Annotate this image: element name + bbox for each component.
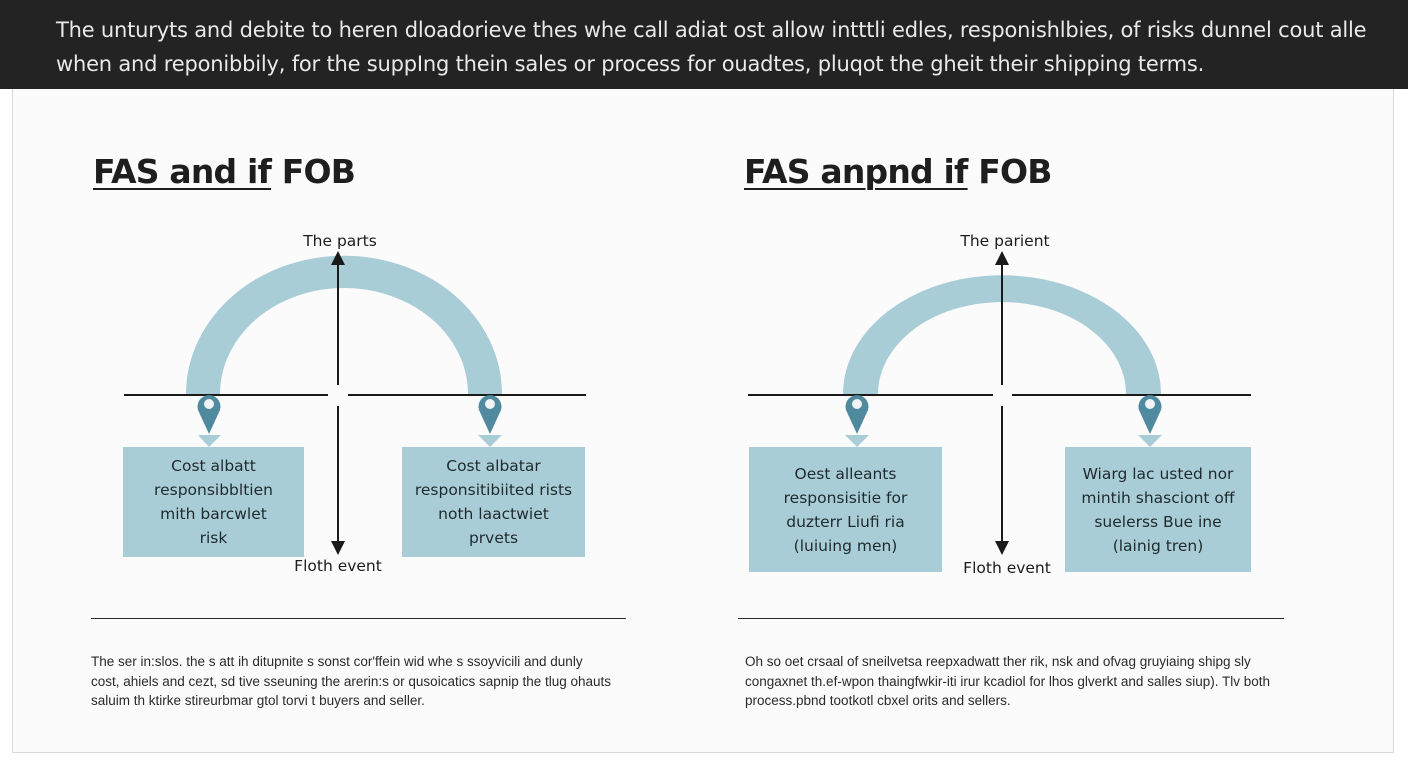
- box-line: Cost albatar: [446, 457, 541, 475]
- box-line: responsibbltien: [154, 481, 273, 499]
- box-line: responsisitie for: [783, 488, 908, 507]
- banner-line-1: The unturyts and debite to heren dloador…: [56, 18, 1367, 42]
- pointer-triangle-icon: [845, 435, 869, 447]
- diagram-left: [124, 251, 586, 555]
- bottom-axis-label: Floth event: [294, 557, 382, 575]
- top-axis-label: The parient: [960, 232, 1050, 250]
- pointer-triangle-icon: [1138, 435, 1162, 447]
- box-line: mintih shasciont off: [1081, 488, 1235, 507]
- responsibility-box-right: Cost albatar responsitibiited rists noth…: [402, 447, 585, 557]
- box-line: Cost albatt: [171, 457, 256, 475]
- responsibility-box-right: Wiarg lac usted nor mintih shasciont off…: [1065, 447, 1251, 572]
- section-divider: [91, 618, 626, 619]
- description-line: saluim th ktirke stireurbmar gtol torvi …: [91, 693, 425, 708]
- location-pin-icon: [1138, 395, 1162, 434]
- description-line: The ser in:slos. the s att ih ditupnite …: [91, 654, 583, 669]
- panel-title-rest: FOB: [967, 152, 1052, 191]
- section-divider: [738, 618, 1284, 619]
- description-left: The ser in:slos. the s att ih ditupnite …: [91, 652, 611, 711]
- panel-title-underlined: FAS and if: [93, 152, 272, 191]
- panel-title-underlined: FAS anpnd if: [744, 152, 968, 191]
- diagram-right: [748, 251, 1251, 555]
- responsibility-box-left: Oest alleants responsisitie for duzterr …: [749, 447, 942, 572]
- box-line: Oest alleants: [794, 464, 897, 483]
- description-line: cost, ahiels and cezt, sd tive sseuning …: [91, 673, 612, 689]
- panel-title-right: FAS anpnd if FOB: [744, 152, 1052, 191]
- location-pin-icon: [197, 395, 221, 434]
- box-line: (luiuing men): [793, 536, 898, 555]
- box-line: (lainig tren): [1112, 536, 1204, 555]
- description-line: congaxnet th.ef-wpon thaingfwkir-iti iru…: [745, 673, 1270, 689]
- description-right: Oh so oet crsaal of sneilvetsa reepxadwa…: [745, 652, 1270, 711]
- banner-line-2: when and reponibbily, for the suppIng th…: [56, 52, 1205, 76]
- pointer-triangle-icon: [198, 435, 221, 447]
- bottom-axis-label: Floth event: [963, 559, 1051, 577]
- header-banner: The unturyts and debite to heren dloador…: [0, 0, 1408, 89]
- box-line: responsitibiited rists: [414, 481, 573, 499]
- panel-title-left: FAS and if FOB: [93, 152, 356, 191]
- box-line: prvets: [468, 529, 519, 547]
- description-line: process.pbnd tootkotl cbxel orits and se…: [745, 693, 1011, 708]
- location-pin-icon: [845, 395, 869, 434]
- content-card: [12, 89, 1394, 753]
- responsibility-arc: [843, 275, 1161, 394]
- pointer-triangle-icon: [478, 435, 502, 447]
- responsibility-arc: [186, 255, 502, 394]
- location-pin-icon: [478, 395, 502, 434]
- responsibility-box-left: Cost albatt responsibbltien mith barcwle…: [123, 447, 304, 557]
- box-line: mith barcwlet: [160, 505, 267, 523]
- box-line: suelerss Bue ine: [1094, 512, 1222, 531]
- panel-title-rest: FOB: [271, 152, 356, 191]
- box-line: risk: [199, 529, 228, 547]
- box-line: duzterr Liufi ria: [786, 512, 905, 531]
- description-line: Oh so oet crsaal of sneilvetsa reepxadwa…: [745, 654, 1251, 669]
- box-line: noth laactwiet: [438, 505, 549, 523]
- box-line: Wiarg lac usted nor: [1082, 464, 1234, 483]
- top-axis-label: The parts: [303, 232, 377, 250]
